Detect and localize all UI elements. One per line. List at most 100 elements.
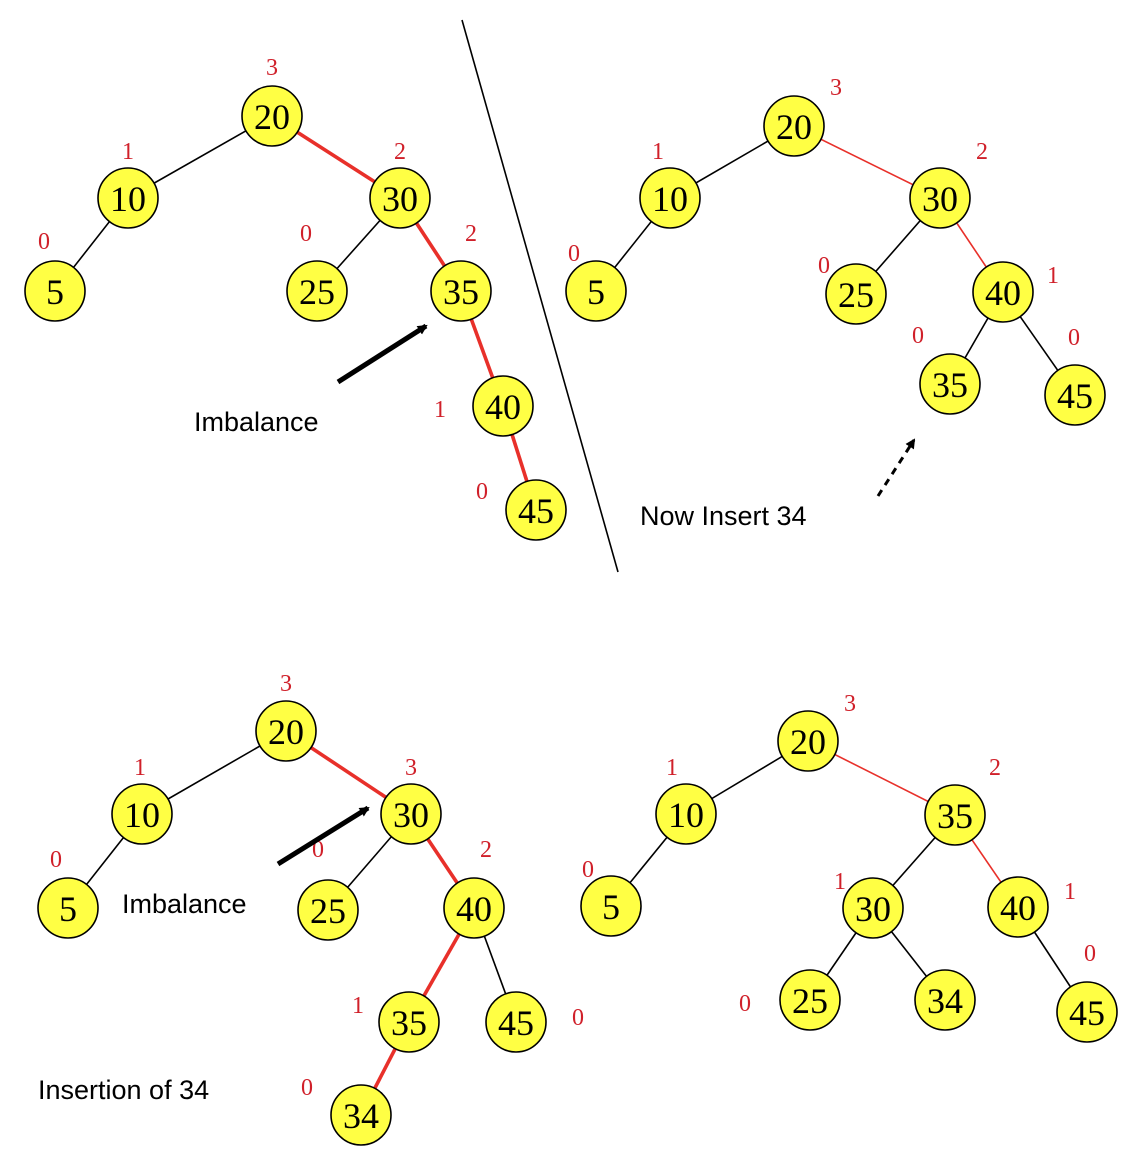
node-circle — [330, 1084, 392, 1146]
node-circle — [825, 263, 887, 325]
height-label-top-left-35: 2 — [465, 221, 477, 247]
node-circle — [443, 877, 505, 939]
height-label-bottom-left-40: 2 — [480, 837, 492, 863]
height-label-top-right-10: 1 — [652, 139, 664, 165]
node-circle — [485, 991, 547, 1053]
node-value: 45 — [1057, 376, 1093, 416]
node-value: 45 — [498, 1003, 534, 1043]
tree-node-top-right-25: 25 — [825, 263, 887, 325]
node-circle — [565, 260, 627, 322]
height-label-top-left-45: 0 — [476, 479, 488, 505]
node-circle — [1044, 364, 1106, 426]
tree-node-top-right-20: 20 — [763, 95, 825, 157]
node-circle — [763, 95, 825, 157]
tree-node-bottom-left-35: 35 — [378, 991, 440, 1053]
node-value: 35 — [932, 365, 968, 405]
height-label-bottom-left-30: 3 — [405, 755, 417, 781]
tree-node-bottom-left-10: 10 — [111, 783, 173, 845]
node-value: 45 — [1069, 993, 1105, 1033]
node-value: 35 — [937, 796, 973, 836]
imbalance-caption-bottom: Imbalance — [122, 889, 247, 919]
height-label-bottom-right-25: 0 — [739, 991, 751, 1017]
tree-node-bottom-right-45: 45 — [1056, 981, 1118, 1043]
height-label-bottom-left-5: 0 — [50, 847, 62, 873]
height-label-top-right-40: 1 — [1047, 263, 1059, 289]
tree-node-bottom-right-40: 40 — [987, 876, 1049, 938]
node-value: 40 — [485, 387, 521, 427]
tree-node-top-right-45: 45 — [1044, 364, 1106, 426]
node-circle — [909, 167, 971, 229]
height-label-top-left-10: 1 — [122, 139, 134, 165]
node-circle — [1056, 981, 1118, 1043]
node-circle — [255, 700, 317, 762]
tree-node-top-left-25: 25 — [286, 260, 348, 322]
node-value: 25 — [792, 981, 828, 1021]
insert-arrow-dashed — [876, 438, 916, 497]
node-circle — [111, 783, 173, 845]
node-circle — [972, 261, 1034, 323]
height-label-bottom-right-30: 1 — [834, 869, 846, 895]
node-circle — [378, 991, 440, 1053]
height-label-bottom-left-10: 1 — [134, 755, 146, 781]
tree-node-bottom-right-34: 34 — [914, 969, 976, 1031]
node-circle — [914, 969, 976, 1031]
insertion-caption: Insertion of 34 — [38, 1075, 209, 1105]
height-label-bottom-right-35: 2 — [989, 755, 1001, 781]
tree-node-bottom-right-20: 20 — [777, 710, 839, 772]
imbalance-arrow-top — [336, 323, 428, 385]
tree-node-bottom-left-25: 25 — [297, 879, 359, 941]
height-label-top-left-5: 0 — [38, 229, 50, 255]
tree-node-bottom-left-20: 20 — [255, 700, 317, 762]
tree-node-top-left-30: 30 — [369, 167, 431, 229]
node-value: 5 — [587, 272, 605, 312]
height-label-bottom-right-20: 3 — [844, 691, 856, 717]
node-circle — [297, 879, 359, 941]
node-value: 10 — [668, 795, 704, 835]
node-value: 10 — [652, 179, 688, 219]
node-value: 40 — [985, 273, 1021, 313]
node-circle — [472, 375, 534, 437]
tree-node-bottom-left-5: 5 — [37, 877, 99, 939]
node-value: 5 — [59, 889, 77, 929]
node-value: 20 — [254, 97, 290, 137]
node-circle — [241, 85, 303, 147]
tree-node-bottom-right-10: 10 — [655, 783, 717, 845]
node-value: 34 — [343, 1096, 379, 1136]
tree-node-top-right-30: 30 — [909, 167, 971, 229]
node-circle — [97, 167, 159, 229]
node-value: 35 — [443, 272, 479, 312]
node-value: 25 — [310, 891, 346, 931]
tree-node-top-left-20: 20 — [241, 85, 303, 147]
node-value: 40 — [1000, 888, 1036, 928]
node-circle — [655, 783, 717, 845]
tree-node-top-left-10: 10 — [97, 167, 159, 229]
height-label-top-left-20: 3 — [266, 55, 278, 81]
height-label-top-right-25: 0 — [818, 253, 830, 279]
tree-node-top-left-40: 40 — [472, 375, 534, 437]
height-label-bottom-left-20: 3 — [280, 671, 292, 697]
node-value: 30 — [393, 795, 429, 835]
height-label-bottom-left-45: 0 — [572, 1005, 584, 1031]
tree-node-top-left-45: 45 — [505, 479, 567, 541]
height-label-bottom-right-5: 0 — [582, 857, 594, 883]
tree-node-top-right-5: 5 — [565, 260, 627, 322]
height-label-top-right-35: 0 — [912, 323, 924, 349]
imbalance-arrow-bottom — [276, 805, 370, 867]
tree-node-bottom-right-25: 25 — [779, 969, 841, 1031]
node-circle — [924, 784, 986, 846]
tree-node-bottom-right-30: 30 — [842, 877, 904, 939]
height-label-top-left-30: 2 — [394, 139, 406, 165]
tree-node-bottom-left-40: 40 — [443, 877, 505, 939]
tree-node-bottom-left-34: 34 — [330, 1084, 392, 1146]
node-circle — [24, 260, 86, 322]
node-value: 34 — [927, 981, 963, 1021]
node-value: 35 — [391, 1003, 427, 1043]
node-circle — [369, 167, 431, 229]
tree-node-top-left-35: 35 — [430, 260, 492, 322]
panel-divider — [461, 19, 619, 573]
node-value: 25 — [838, 275, 874, 315]
